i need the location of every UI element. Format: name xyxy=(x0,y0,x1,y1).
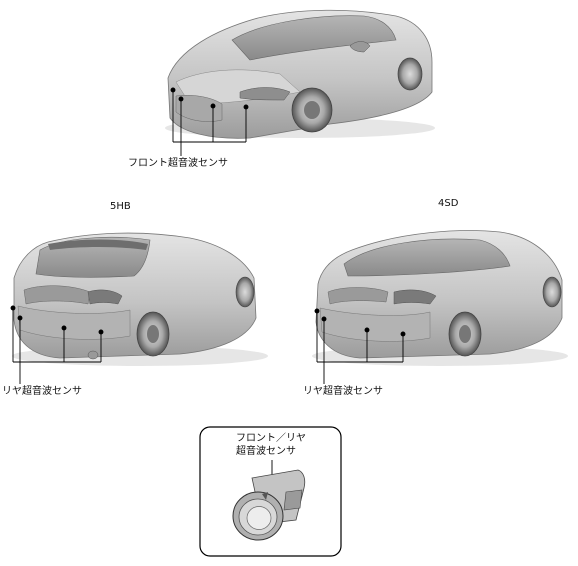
detail-label-line2: 超音波センサ xyxy=(236,446,296,457)
detail-label-line1: フロント／リヤ xyxy=(236,433,306,444)
sedan-title: 4SD xyxy=(438,198,459,209)
hatchback-car-illustration xyxy=(12,232,268,366)
sensor-detail-box xyxy=(199,426,342,557)
front-sensor-label: フロント超音波センサ xyxy=(128,158,228,169)
sedan-rear-sensor-label: リヤ超音波センサ xyxy=(303,386,383,397)
hatchback-title: 5HB xyxy=(110,201,131,212)
front-car-illustration xyxy=(165,9,435,139)
hatchback-rear-sensor-label: リヤ超音波センサ xyxy=(2,386,82,397)
hatchback-sensor-leaders xyxy=(10,305,104,384)
sedan-sensor-leaders xyxy=(314,308,406,384)
sedan-car-illustration xyxy=(312,230,568,366)
front-sensor-leaders xyxy=(170,87,249,156)
